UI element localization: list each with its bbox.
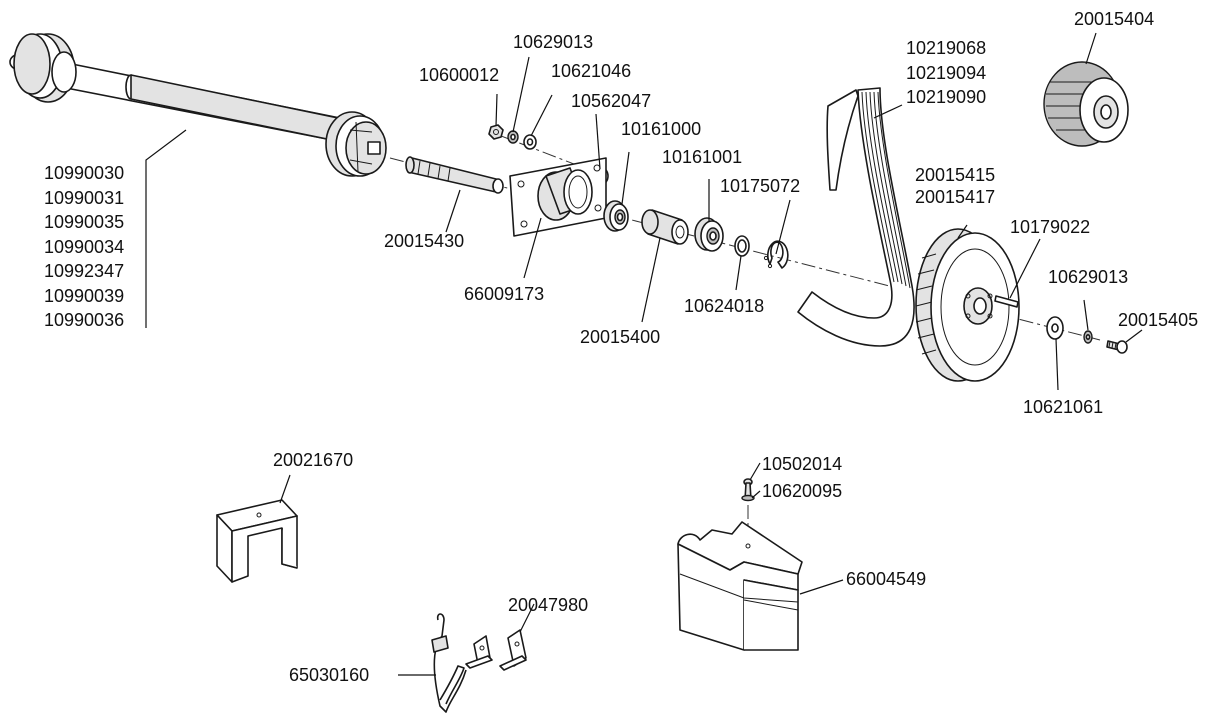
nut bbox=[488, 124, 504, 140]
part-number: 10990031 bbox=[44, 187, 125, 208]
label-washer-flat-top: 10621046 bbox=[551, 61, 632, 81]
part-number: 20015417 bbox=[915, 187, 996, 207]
leader-lines bbox=[145, 32, 1143, 676]
belt-part-numbers: 10219068 10219094 10219090 bbox=[906, 36, 986, 110]
label-bearing-1: 10161000 bbox=[621, 119, 702, 139]
part-number: 10219094 bbox=[906, 62, 987, 83]
label-washer-spring-right: 10629013 bbox=[1048, 267, 1129, 287]
label-grease-nipple: 10562047 bbox=[571, 91, 652, 111]
bearing-2 bbox=[694, 217, 724, 252]
part-number: 10990035 bbox=[44, 212, 125, 232]
small-cover bbox=[216, 499, 298, 583]
label-washer-large-right: 10621061 bbox=[1023, 397, 1104, 417]
large-washer-right bbox=[1046, 316, 1064, 340]
spacer-ring bbox=[734, 235, 750, 257]
part-number: 20015415 bbox=[915, 165, 996, 185]
label-guard-large: 66004549 bbox=[846, 569, 927, 589]
main-pulley bbox=[915, 228, 1020, 382]
label-nut: 10600012 bbox=[419, 65, 500, 85]
part-number: 10219068 bbox=[906, 38, 987, 58]
part-number: 10990039 bbox=[44, 285, 125, 306]
label-splined-shaft: 20015430 bbox=[384, 231, 465, 251]
label-screw-cover: 10502014 bbox=[762, 454, 843, 474]
label-idler-roller: 20015404 bbox=[1074, 9, 1155, 29]
circlip bbox=[763, 240, 789, 269]
pulley-part-numbers: 20015415 20015417 bbox=[915, 164, 995, 208]
spring-washer-right bbox=[1083, 330, 1093, 344]
label-spacer-ring: 10624018 bbox=[684, 296, 765, 316]
bearing-housing bbox=[509, 157, 607, 237]
label-strap: 65030160 bbox=[289, 665, 370, 685]
label-cover-small: 20021670 bbox=[273, 450, 354, 470]
flat-washer-top bbox=[523, 134, 537, 150]
part-number: 10219090 bbox=[906, 87, 987, 107]
large-guard bbox=[677, 478, 803, 651]
label-key: 10179022 bbox=[1010, 217, 1091, 237]
strap bbox=[431, 613, 493, 713]
part-number: 10990030 bbox=[44, 163, 125, 183]
label-housing: 66009173 bbox=[464, 284, 545, 304]
label-washer-small-top: 10629013 bbox=[513, 32, 594, 52]
pto-drive-shaft bbox=[9, 33, 387, 177]
bearing-1 bbox=[603, 200, 629, 232]
label-bearing-2: 10161001 bbox=[662, 147, 743, 167]
clip bbox=[499, 629, 527, 671]
lock-washer-top bbox=[507, 130, 519, 144]
label-spacer-tube: 20015400 bbox=[580, 327, 661, 347]
splined-shaft bbox=[405, 156, 504, 194]
label-bolt-right: 20015405 bbox=[1118, 310, 1199, 330]
v-belt bbox=[797, 87, 915, 347]
label-circlip: 10175072 bbox=[720, 176, 801, 196]
part-number: 10990036 bbox=[44, 310, 125, 330]
bolt-right bbox=[1106, 340, 1128, 354]
spacer-tube bbox=[641, 209, 689, 245]
part-number: 10992347 bbox=[44, 261, 125, 281]
label-clip: 20047980 bbox=[508, 595, 589, 615]
pto-shaft-part-numbers: 10990030 10990031 10990035 10990034 1099… bbox=[44, 161, 124, 333]
part-number: 10990034 bbox=[44, 236, 125, 257]
idler-roller bbox=[1043, 61, 1129, 147]
label-washer-cover: 10620095 bbox=[762, 481, 843, 501]
key bbox=[994, 295, 1019, 308]
